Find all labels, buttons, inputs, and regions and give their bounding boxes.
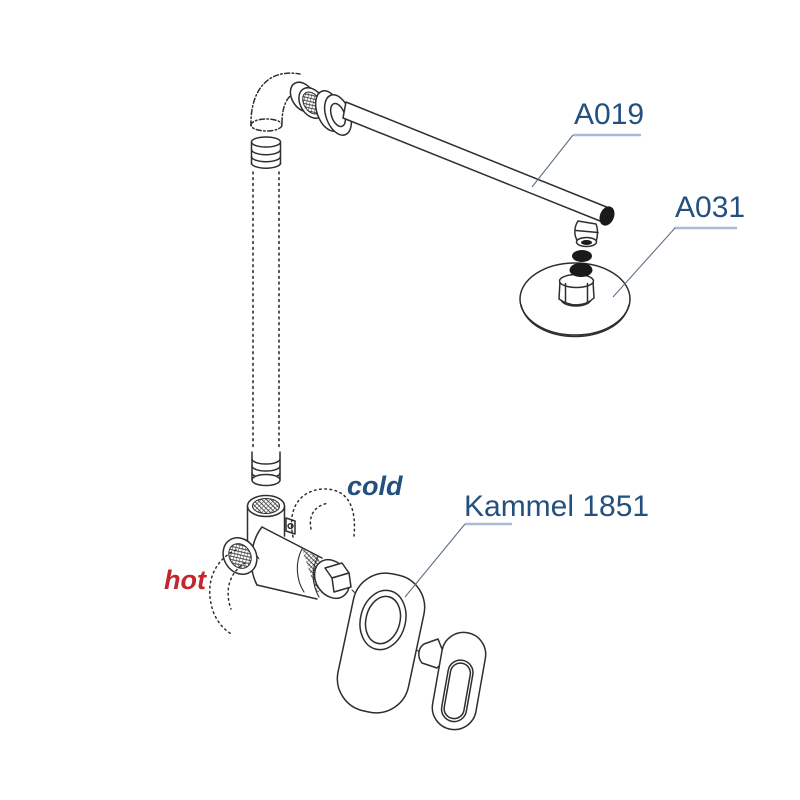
valve-hot-port	[222, 537, 258, 575]
valve-stem	[324, 562, 352, 593]
callout-kammel-1851: Kammel 1851	[464, 490, 650, 523]
cold-water-label: cold	[347, 471, 403, 501]
cold-flow-path	[290, 488, 356, 538]
hot-flow-path	[208, 549, 246, 636]
wall-flange	[314, 90, 353, 136]
head-connector-nut	[558, 273, 595, 306]
gasket-washers	[569, 250, 593, 277]
mixer-valve	[208, 488, 356, 636]
a019-leader-line	[531, 134, 574, 188]
arm-drop-elbow	[574, 220, 599, 248]
callout-a019: A019	[574, 98, 645, 131]
valve-top-port	[246, 494, 286, 518]
a031-leader-line	[612, 227, 676, 298]
lever-handle	[418, 631, 487, 731]
riser-pipe	[250, 136, 282, 487]
kammel-leader-line	[404, 523, 466, 598]
callout-lines	[404, 133, 737, 598]
shower-head	[519, 250, 631, 338]
callout-a031: A031	[675, 191, 746, 224]
shower-arm	[342, 101, 615, 248]
trim-plate	[336, 572, 426, 714]
hot-water-label: hot	[164, 565, 206, 595]
